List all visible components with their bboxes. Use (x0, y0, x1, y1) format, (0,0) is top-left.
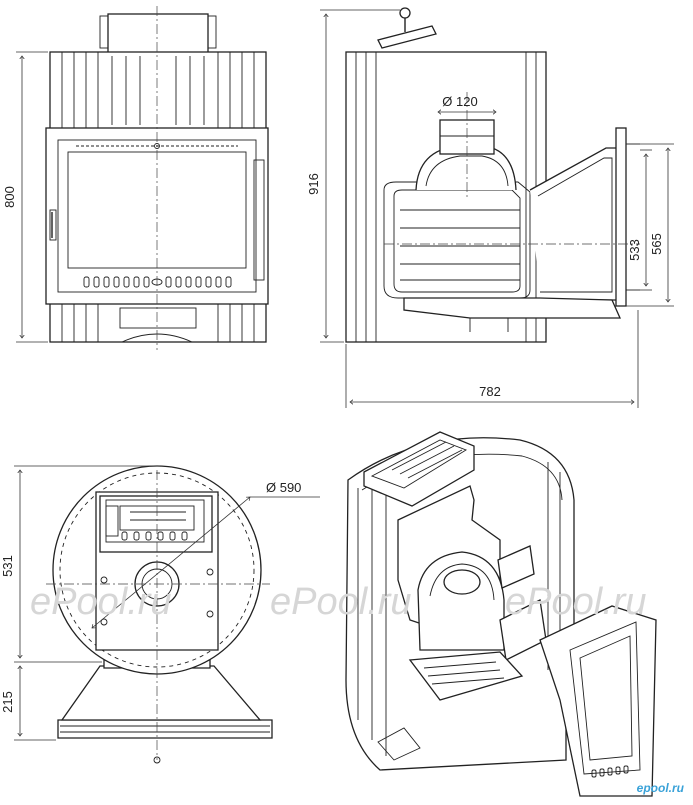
dim-533: 533 (627, 149, 652, 291)
dim-531: 531 (0, 465, 160, 663)
side-view: Ø 120 916 533 565 (306, 7, 674, 408)
dim-120: Ø 120 (438, 94, 496, 112)
dim-label-215: 215 (0, 691, 15, 713)
iso-door-slots (591, 765, 629, 778)
front-vent-slots (83, 276, 232, 288)
dim-label-533: 533 (627, 239, 642, 261)
dim-565: 565 (626, 143, 674, 307)
dim-label-590: Ø 590 (266, 480, 301, 495)
watermarks: ePool.ru ePool.ru ePool.ru (30, 581, 647, 623)
watermark-center: ePool.ru (270, 581, 412, 623)
dim-label-120: Ø 120 (442, 94, 477, 109)
isometric-view (345, 431, 657, 797)
dim-590: Ø 590 (92, 480, 320, 628)
logo-text: epool.ru (637, 781, 685, 795)
dim-800: 800 (2, 51, 48, 343)
dim-215: 215 (0, 666, 56, 741)
dim-label-800: 800 (2, 186, 17, 208)
dim-label-782: 782 (479, 384, 501, 399)
front-view: 800 (2, 6, 269, 350)
watermark-left: ePool.ru (30, 581, 172, 623)
watermark-right: ePool.ru (505, 581, 647, 623)
top-view: Ø 590 531 215 (0, 465, 320, 764)
dim-label-565: 565 (649, 233, 664, 255)
dim-782: 782 (345, 310, 639, 408)
dim-label-531: 531 (0, 555, 15, 577)
dim-label-916: 916 (306, 173, 321, 195)
dim-916: 916 (306, 9, 400, 343)
